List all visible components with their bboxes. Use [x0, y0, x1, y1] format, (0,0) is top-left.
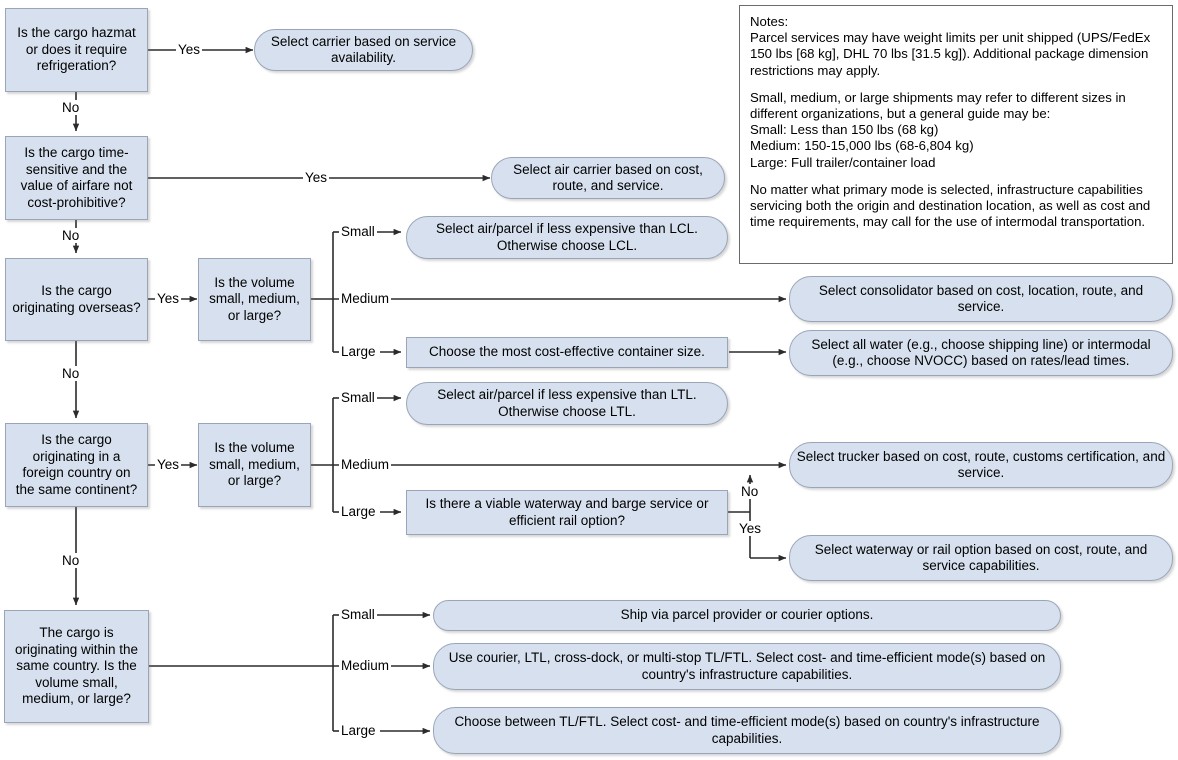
outcome-foreign-medium[interactable]: Select trucker based on cost, route, cus… — [789, 442, 1173, 488]
edge-label-medium-foreign: Medium — [339, 457, 392, 472]
edge-label-small-foreign: Small — [339, 390, 377, 405]
decision-foreign-continent[interactable]: Is the cargo originating in a foreign co… — [5, 423, 148, 507]
outcome-domestic-small[interactable]: Ship via parcel provider or courier opti… — [433, 600, 1061, 631]
edge-label-yes-time-sensitive: Yes — [303, 170, 330, 185]
outcome-overseas-medium[interactable]: Select consolidator based on cost, locat… — [789, 276, 1173, 322]
decision-time-sensitive-label: Is the cargo time-sensitive and the valu… — [20, 145, 133, 210]
outcome-overseas-medium-label: Select consolidator based on cost, locat… — [818, 282, 1144, 315]
outcome-overseas-small-label: Select air/parcel if less expensive than… — [436, 221, 698, 253]
outcome-waterway-yes[interactable]: Select waterway or rail option based on … — [789, 535, 1173, 581]
decision-volume-foreign[interactable]: Is the volume small, medium, or large? — [198, 423, 311, 507]
decision-foreign-continent-label: Is the cargo originating in a foreign co… — [15, 432, 138, 497]
outcome-air-carrier-label: Select air carrier based on cost, route,… — [513, 161, 703, 194]
outcome-hazmat-yes[interactable]: Select carrier based on service availabi… — [254, 29, 473, 71]
decision-volume-foreign-label: Is the volume small, medium, or large? — [209, 440, 300, 489]
edge-label-no-waterway: No — [739, 484, 761, 499]
decision-waterway-rail-label: Is there a viable waterway and barge ser… — [425, 496, 709, 528]
outcome-hazmat-yes-label: Select carrier based on service availabi… — [270, 33, 457, 66]
edge-label-yes-waterway: Yes — [737, 521, 764, 536]
decision-overseas-label: Is the cargo originating overseas? — [12, 283, 141, 315]
edge-label-no-hazmat: No — [60, 100, 82, 115]
outcome-overseas-small[interactable]: Select air/parcel if less expensive than… — [406, 216, 728, 259]
edge-label-large-overseas: Large — [339, 344, 378, 359]
edge-label-medium-overseas: Medium — [339, 291, 392, 306]
process-container-size[interactable]: Choose the most cost-effective container… — [406, 337, 728, 368]
decision-waterway-rail[interactable]: Is there a viable waterway and barge ser… — [406, 490, 728, 535]
decision-same-country-label: The cargo is originating within the same… — [14, 625, 139, 707]
process-container-size-label: Choose the most cost-effective container… — [429, 344, 705, 360]
edge-label-no-overseas: No — [60, 366, 82, 381]
outcome-air-carrier[interactable]: Select air carrier based on cost, route,… — [491, 157, 725, 199]
decision-time-sensitive[interactable]: Is the cargo time-sensitive and the valu… — [5, 136, 148, 220]
outcome-domestic-small-label: Ship via parcel provider or courier opti… — [620, 607, 874, 623]
outcome-domestic-large[interactable]: Choose between TL/FTL. Select cost- and … — [433, 707, 1061, 754]
outcome-overseas-large-label: Select all water (e.g., choose shipping … — [811, 336, 1151, 369]
edge-label-no-foreign: No — [60, 553, 82, 568]
outcome-domestic-large-label: Choose between TL/FTL. Select cost- and … — [454, 714, 1040, 746]
edge-label-large-domestic: Large — [339, 723, 378, 738]
notes-paragraph-0: Parcel services may have weight limits p… — [750, 30, 1151, 78]
notes-paragraph-2: No matter what primary mode is selected,… — [750, 181, 1151, 230]
edge-label-yes-foreign: Yes — [155, 457, 182, 472]
notes-panel: Notes:Parcel services may have weight li… — [739, 5, 1173, 264]
outcome-foreign-small[interactable]: Select air/parcel if less expensive than… — [406, 382, 728, 425]
outcome-foreign-medium-label: Select trucker based on cost, route, cus… — [796, 448, 1166, 481]
edge-label-no-time-sensitive: No — [60, 228, 82, 243]
decision-overseas[interactable]: Is the cargo originating overseas? — [5, 258, 148, 341]
outcome-domestic-medium-label: Use courier, LTL, cross-dock, or multi-s… — [448, 650, 1046, 682]
decision-hazmat-label: Is the cargo hazmat or does it require r… — [17, 25, 136, 74]
edge-label-large-foreign: Large — [339, 504, 378, 519]
outcome-overseas-large[interactable]: Select all water (e.g., choose shipping … — [789, 330, 1173, 376]
decision-same-country[interactable]: The cargo is originating within the same… — [4, 610, 149, 723]
edge-label-yes-hazmat: Yes — [176, 42, 203, 57]
edge-label-small-domestic: Small — [339, 607, 377, 622]
outcome-foreign-small-label: Select air/parcel if less expensive than… — [437, 387, 697, 419]
notes-heading-and-parcel: Notes:Parcel services may have weight li… — [750, 14, 1162, 79]
edge-label-small-overseas: Small — [339, 224, 377, 239]
edge-label-medium-domestic: Medium — [339, 658, 392, 673]
outcome-waterway-yes-label: Select waterway or rail option based on … — [814, 541, 1148, 574]
notes-heading: Notes: — [750, 14, 789, 29]
notes-paragraph-1: Small, medium, or large shipments may re… — [750, 89, 1126, 170]
outcome-domestic-medium[interactable]: Use courier, LTL, cross-dock, or multi-s… — [433, 643, 1061, 690]
decision-volume-overseas-label: Is the volume small, medium, or large? — [209, 274, 300, 323]
edge-label-yes-overseas: Yes — [155, 291, 182, 306]
decision-hazmat[interactable]: Is the cargo hazmat or does it require r… — [5, 8, 148, 92]
decision-volume-overseas[interactable]: Is the volume small, medium, or large? — [198, 258, 311, 341]
